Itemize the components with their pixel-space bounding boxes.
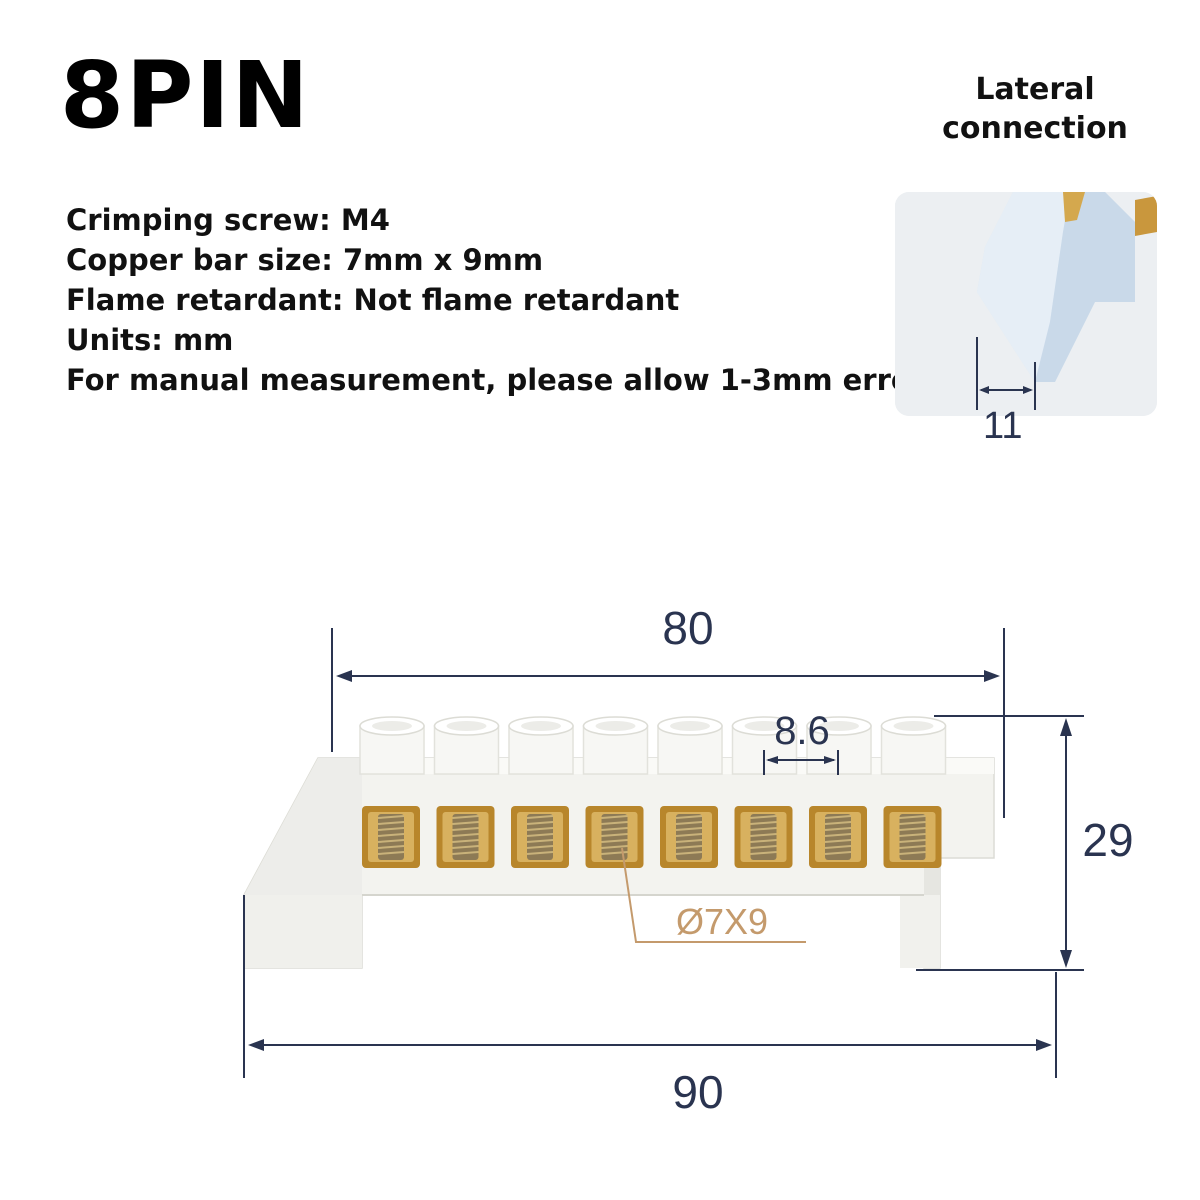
lateral-photo-drawing	[895, 192, 1157, 416]
product-title: 8PIN	[60, 42, 311, 149]
spec-units: Units: mm	[66, 323, 234, 357]
pin-boss	[657, 716, 723, 775]
pin-boss	[433, 716, 500, 775]
spec-measurement-note: For manual measurement, please allow 1-3…	[66, 363, 926, 397]
brass-clamp	[436, 806, 495, 868]
pin-boss	[880, 716, 947, 775]
pin-boss	[508, 716, 574, 775]
brass-clamp	[809, 806, 867, 868]
pin-boss	[582, 716, 649, 775]
dimension-pitch: 8.6	[774, 709, 830, 753]
lateral-label-line2: connection	[942, 111, 1128, 146]
dimension-80: 80	[662, 602, 713, 654]
dimension-29: 29	[1082, 814, 1133, 866]
lateral-connection-photo	[895, 192, 1157, 416]
spec-crimping-screw: Crimping screw: M4	[66, 203, 390, 237]
lateral-connection-label: Lateral connection	[935, 70, 1135, 148]
lateral-label-line1: Lateral	[975, 72, 1095, 107]
brass-clamp	[511, 806, 569, 868]
lateral-dimension-11: 11	[983, 405, 1023, 447]
brass-clamp	[362, 806, 420, 868]
spec-copper-bar-size: Copper bar size: 7mm x 9mm	[66, 243, 544, 277]
dimension-90: 90	[672, 1066, 723, 1118]
terminal-pins	[359, 716, 947, 868]
dimension-hole: Ø7X9	[676, 901, 768, 942]
brass-clamp	[734, 806, 793, 868]
brass-clamp	[660, 806, 718, 868]
pin-boss	[359, 716, 425, 775]
brass-clamp	[883, 806, 942, 868]
brass-clamp	[585, 806, 644, 868]
spec-list: Crimping screw: M4 Copper bar size: 7mm …	[66, 200, 925, 400]
spec-flame-retardant: Flame retardant: Not flame retardant	[66, 283, 680, 317]
